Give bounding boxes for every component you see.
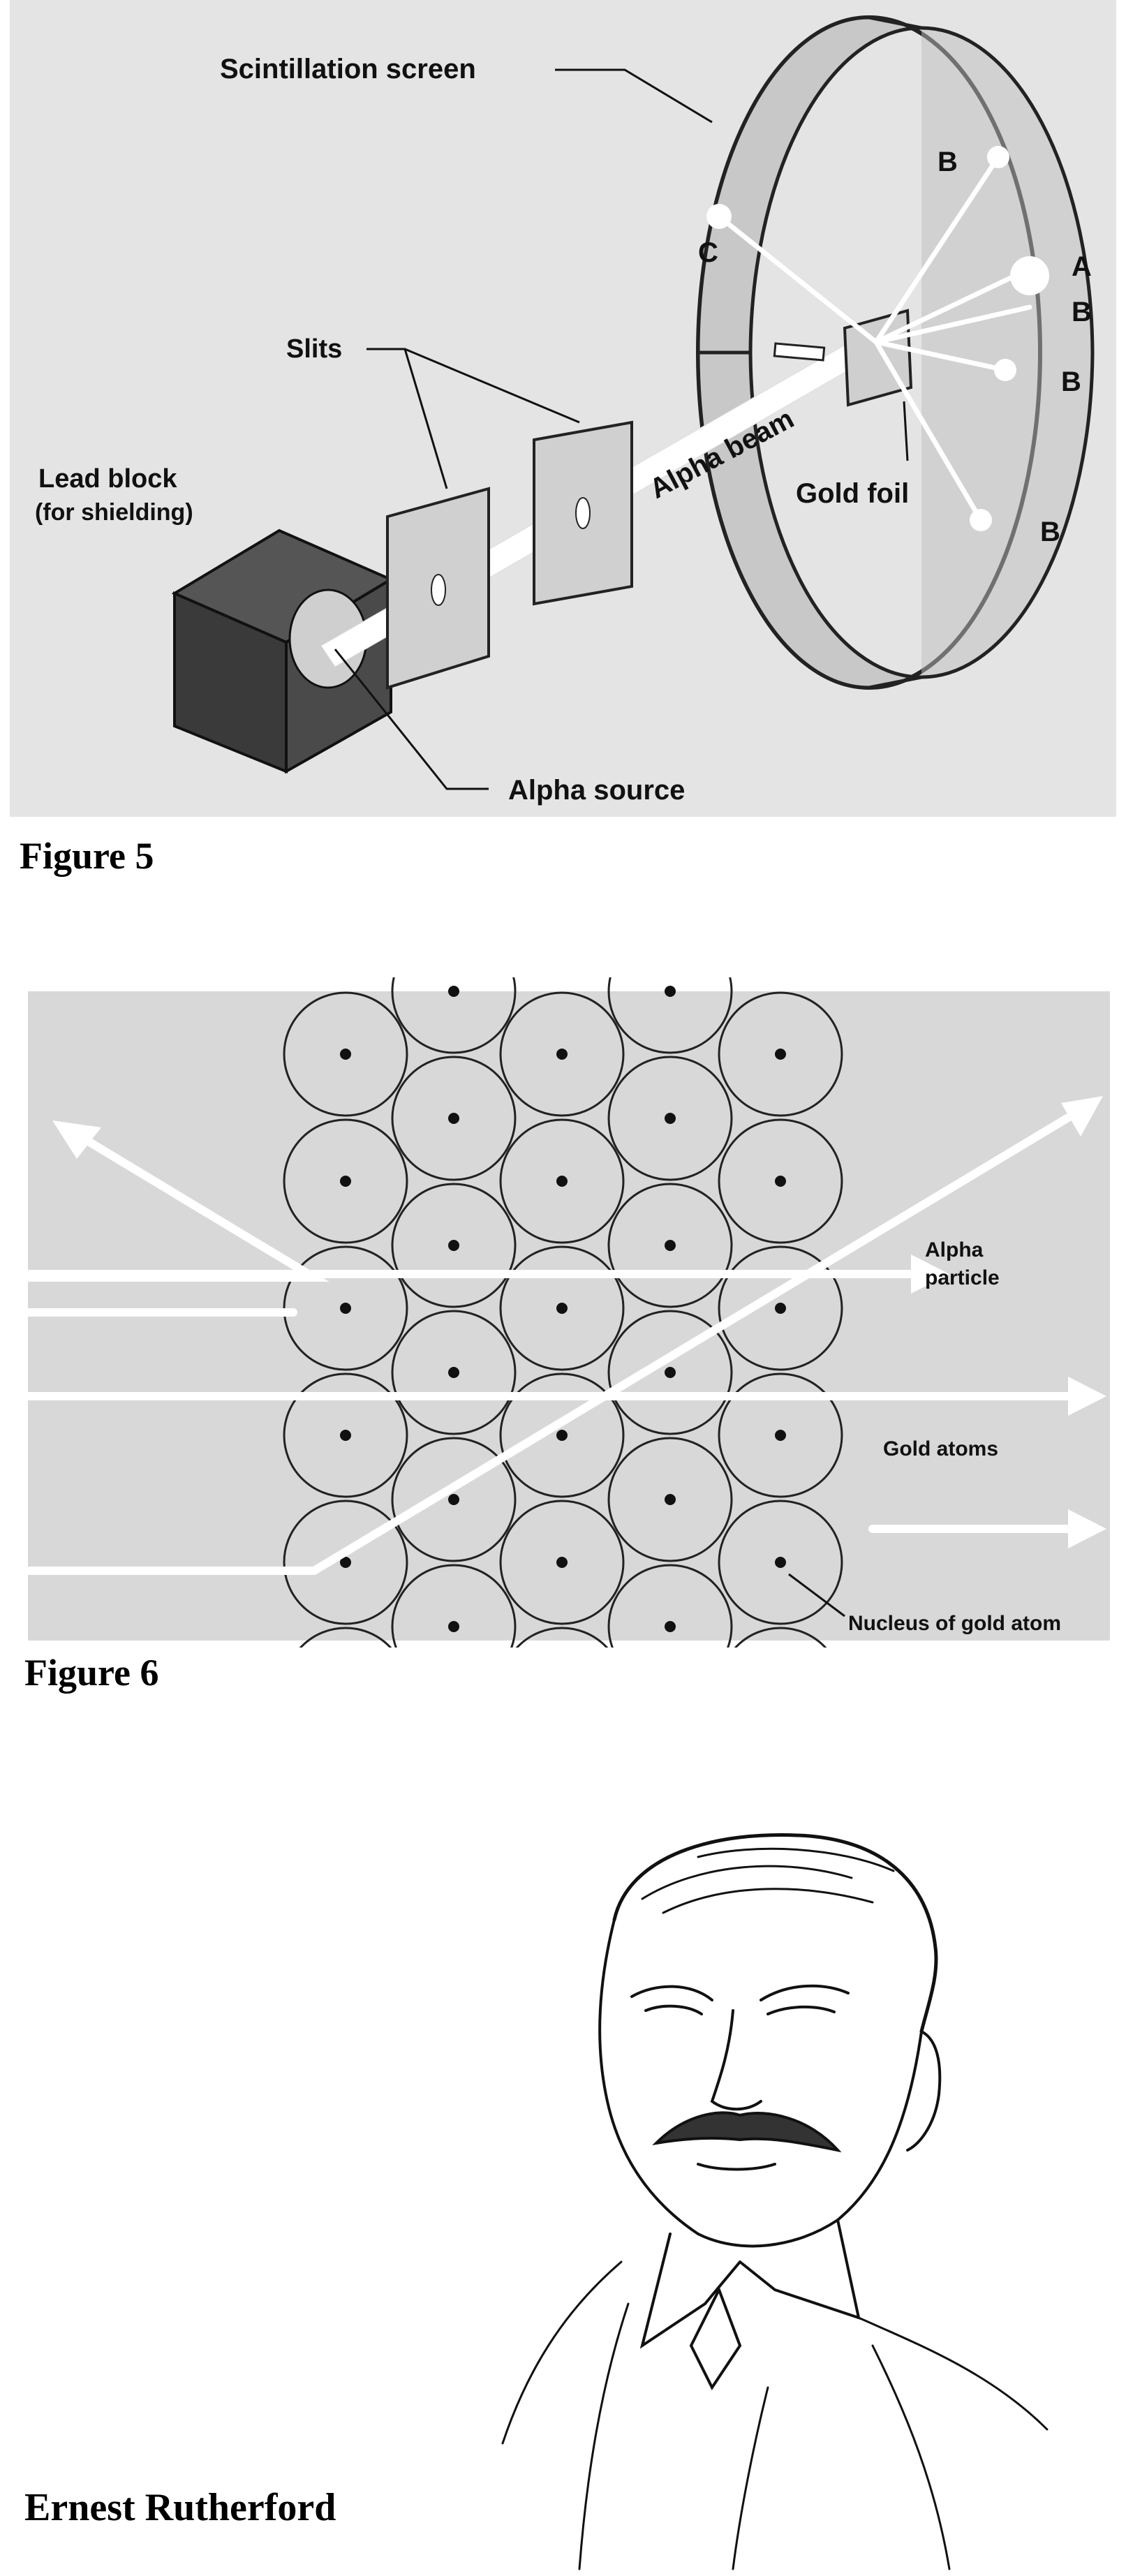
gold-atom xyxy=(718,1500,843,1625)
portrait-caption: Ernest Rutherford xyxy=(24,2486,336,2529)
gold-nucleus xyxy=(665,986,676,997)
label-scintillation-screen: Scintillation screen xyxy=(220,54,476,84)
gold-atom xyxy=(607,1056,733,1181)
slit-plate-2 xyxy=(533,420,633,606)
gold-atom xyxy=(283,1372,408,1498)
portrait-collar xyxy=(639,2219,861,2349)
figure-5: Scintillation screen Slits Lead block (f… xyxy=(0,0,1126,824)
gold-atom xyxy=(391,1437,517,1562)
gold-atom xyxy=(607,1437,733,1562)
slit-plate-1 xyxy=(386,487,490,690)
gold-nucleus xyxy=(448,986,459,997)
portrait-left-eye xyxy=(630,1985,713,2015)
gold-nucleus xyxy=(448,1113,459,1124)
portrait-tie xyxy=(689,2286,742,2390)
gold-nucleus xyxy=(448,1367,459,1378)
gold-nucleus xyxy=(665,1367,676,1378)
figure-6: Alpha particle Gold atoms Nucleus of gol… xyxy=(0,928,1126,1752)
label-alpha: Alpha xyxy=(925,1238,984,1261)
rutherford-apparatus-diagram: Scintillation screen Slits Lead block (f… xyxy=(10,0,1116,817)
gold-atom xyxy=(499,1245,625,1371)
gold-nucleus xyxy=(556,1303,568,1314)
gold-nucleus xyxy=(340,1049,351,1060)
gold-atom xyxy=(283,1500,408,1625)
portrait-hair xyxy=(612,1833,938,2034)
label-b-right-2: B xyxy=(1061,367,1081,397)
label-for-shielding: (for shielding) xyxy=(35,499,193,526)
nucleus-leader-line xyxy=(788,1573,845,1618)
label-b-top: B xyxy=(938,147,958,177)
gold-nucleus xyxy=(665,1494,676,1505)
label-b-right-1: B xyxy=(1072,297,1092,327)
portrait-section xyxy=(0,1815,1126,2573)
gold-nucleus xyxy=(556,1557,568,1568)
portrait-right-eye xyxy=(760,1984,850,2015)
leader-lines xyxy=(334,68,909,790)
label-slits: Slits xyxy=(286,334,342,364)
gold-nucleus xyxy=(340,1303,351,1314)
gold-atom xyxy=(391,1183,517,1308)
gold-nucleus xyxy=(556,1176,568,1187)
portrait-hair-lines xyxy=(641,1847,895,1914)
alpha-particle-paths xyxy=(25,1109,1083,1575)
gold-nucleus xyxy=(775,1176,786,1187)
label-nucleus: Nucleus of gold atom xyxy=(848,1612,1061,1635)
gold-atom xyxy=(283,991,408,1117)
scintillation-flashes xyxy=(706,146,1049,531)
gold-nucleus xyxy=(775,1303,786,1314)
arrowheads xyxy=(52,1096,1106,1548)
gold-nucleus xyxy=(340,1176,351,1187)
gold-nucleus xyxy=(340,1557,351,1568)
portrait-nose xyxy=(710,2009,762,2111)
portrait-mustache xyxy=(652,2111,842,2153)
gold-atom xyxy=(499,1372,625,1498)
gold-nucleus xyxy=(448,1621,459,1632)
gold-atom xyxy=(718,1245,843,1371)
gold-nucleus xyxy=(448,1494,459,1505)
gold-nucleus xyxy=(775,1557,786,1568)
scattering-rays xyxy=(716,154,1032,523)
gold-atom xyxy=(607,1310,733,1435)
gold-atom xyxy=(499,1118,625,1244)
label-a: A xyxy=(1072,251,1092,282)
label-b-bottom: B xyxy=(1040,517,1060,547)
gold-atom xyxy=(391,1056,517,1181)
gold-atom xyxy=(718,1118,843,1244)
gold-nucleus xyxy=(448,1240,459,1251)
gold-nucleus xyxy=(665,1621,676,1632)
gold-foil-holder xyxy=(773,342,826,362)
rutherford-portrait xyxy=(501,1833,1049,2570)
gold-nucleus xyxy=(665,1113,676,1124)
gold-nucleus xyxy=(556,1049,568,1060)
label-particle: particle xyxy=(925,1266,1000,1289)
portrait-face-outline xyxy=(598,1918,942,2248)
figure-5-caption: Figure 5 xyxy=(20,835,154,877)
gold-nucleus xyxy=(340,1430,351,1441)
label-alpha-source: Alpha source xyxy=(508,775,685,806)
label-gold-atoms: Gold atoms xyxy=(883,1437,998,1460)
gold-nucleus xyxy=(556,1430,568,1441)
gold-atom xyxy=(718,1372,843,1498)
gold-atom xyxy=(718,991,843,1117)
gold-atom xyxy=(391,1310,517,1435)
gold-atom xyxy=(283,1118,408,1244)
figure-6-caption: Figure 6 xyxy=(24,1652,159,1694)
gold-nucleus xyxy=(665,1240,676,1251)
portrait-coat xyxy=(501,2260,1049,2570)
gold-atom xyxy=(499,1500,625,1625)
label-lead-block: Lead block xyxy=(38,464,177,494)
gold-nucleus xyxy=(775,1430,786,1441)
gold-foil-scattering-diagram: Alpha particle Gold atoms Nucleus of gol… xyxy=(25,928,1110,1752)
label-c: C xyxy=(698,237,718,268)
label-gold-foil: Gold foil xyxy=(796,478,909,509)
gold-atom xyxy=(499,991,625,1117)
gold-atom xyxy=(607,1183,733,1308)
portrait-mouth xyxy=(697,2163,776,2171)
scintillation-screen xyxy=(696,15,1095,690)
gold-nucleus xyxy=(775,1049,786,1060)
